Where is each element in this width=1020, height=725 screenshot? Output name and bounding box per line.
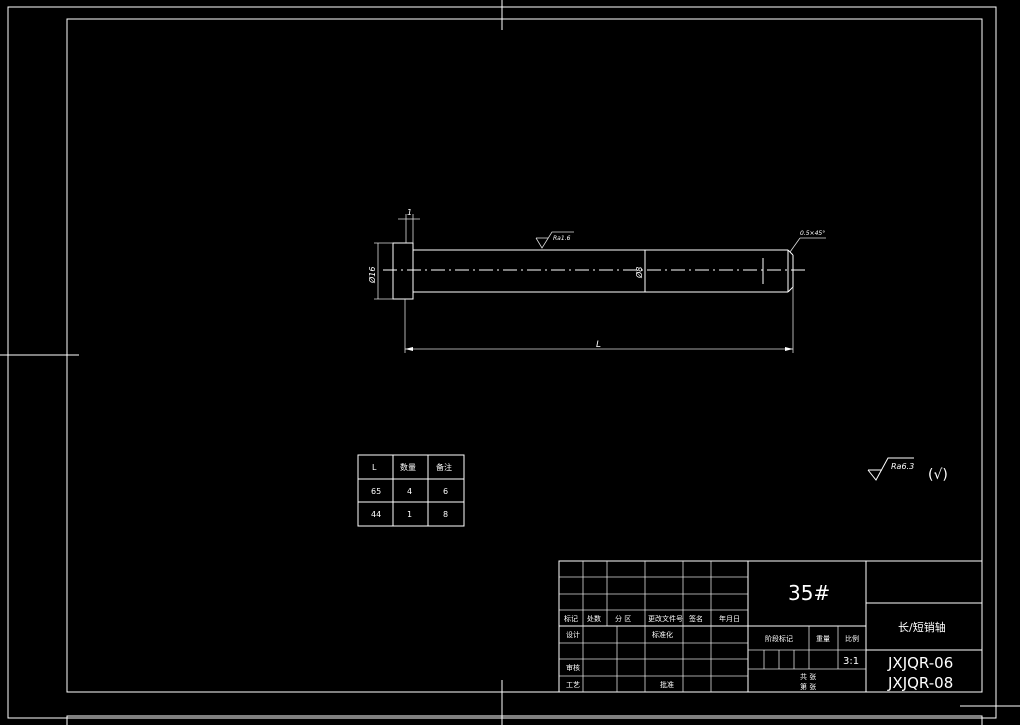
dim-shaft-diameter: Ø8 <box>634 267 644 279</box>
tb-label-review: 审核 <box>566 663 580 672</box>
tb-label-scale: 比例 <box>845 634 859 643</box>
tb-label-weight: 重量 <box>816 635 830 643</box>
tb-label-design: 设计 <box>566 630 580 639</box>
size-table-header-qty: 数量 <box>400 462 416 472</box>
size-table-cell: 44 <box>371 510 381 519</box>
tb-label-count: 处数 <box>587 614 601 623</box>
tb-sheet-total: 共 张 <box>800 672 816 681</box>
size-table-cell: 4 <box>407 487 412 496</box>
tb-label-date: 年月日 <box>719 614 740 623</box>
title-block: 标记 处数 分 区 更改文件号 签名 年月日 设计 标准化 审核 工艺 批准 3… <box>558 560 983 693</box>
tb-sheet-no: 第 张 <box>800 682 816 691</box>
tb-label-zone: 分 区 <box>615 614 631 623</box>
dim-chamfer: 0.5×45° <box>800 230 825 237</box>
general-roughness-note: Ra6.3 (√) <box>867 457 948 483</box>
tb-material: 35# <box>788 581 830 605</box>
tb-label-signature: 签名 <box>689 614 703 623</box>
size-table-header-note: 备注 <box>436 462 452 472</box>
dim-head-thickness: 1 <box>407 208 412 217</box>
roughness-shaft: Ra1.6 <box>553 235 571 242</box>
tb-drawing-number-1: JXJQR-06 <box>887 654 953 672</box>
tb-drawing-number-2: JXJQR-08 <box>887 674 953 692</box>
general-roughness-paren: (√) <box>928 467 948 483</box>
size-table-header-l: L <box>372 463 377 472</box>
tb-label-process: 工艺 <box>566 681 580 689</box>
general-roughness-value: Ra6.3 <box>891 462 914 471</box>
tb-label-standardization: 标准化 <box>652 630 673 639</box>
tb-label-approve: 批准 <box>660 680 674 689</box>
dim-head-diameter: Ø16 <box>367 267 377 284</box>
tb-part-name: 长/短销轴 <box>898 620 946 634</box>
dim-length: L <box>596 340 601 350</box>
pin-drawing: 1 Ø16 Ø8 L 0.5×45° Ra1.6 <box>367 208 826 353</box>
tb-label-change-doc: 更改文件号 <box>648 614 683 623</box>
tb-label-stage: 阶段标记 <box>765 634 793 643</box>
pin-head <box>392 242 414 300</box>
size-table-cell: 8 <box>443 510 448 519</box>
size-table: L 数量 备注 65 4 6 44 1 8 <box>357 454 465 527</box>
tb-label-mark: 标记 <box>564 614 578 623</box>
size-table-cell: 1 <box>407 510 412 519</box>
tb-scale: 3:1 <box>843 656 859 667</box>
size-table-cell: 65 <box>371 487 381 496</box>
size-table-cell: 6 <box>443 487 448 496</box>
